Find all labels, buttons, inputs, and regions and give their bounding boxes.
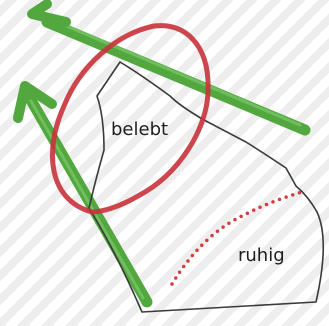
region-outline xyxy=(88,61,325,313)
green-arrow-bottom xyxy=(13,81,153,308)
red-loop xyxy=(49,23,211,215)
red-dotted-line xyxy=(170,190,304,286)
label-quiet: ruhig xyxy=(238,245,285,266)
green-arrow-top xyxy=(27,0,311,136)
label-busy: belebt xyxy=(111,119,169,140)
